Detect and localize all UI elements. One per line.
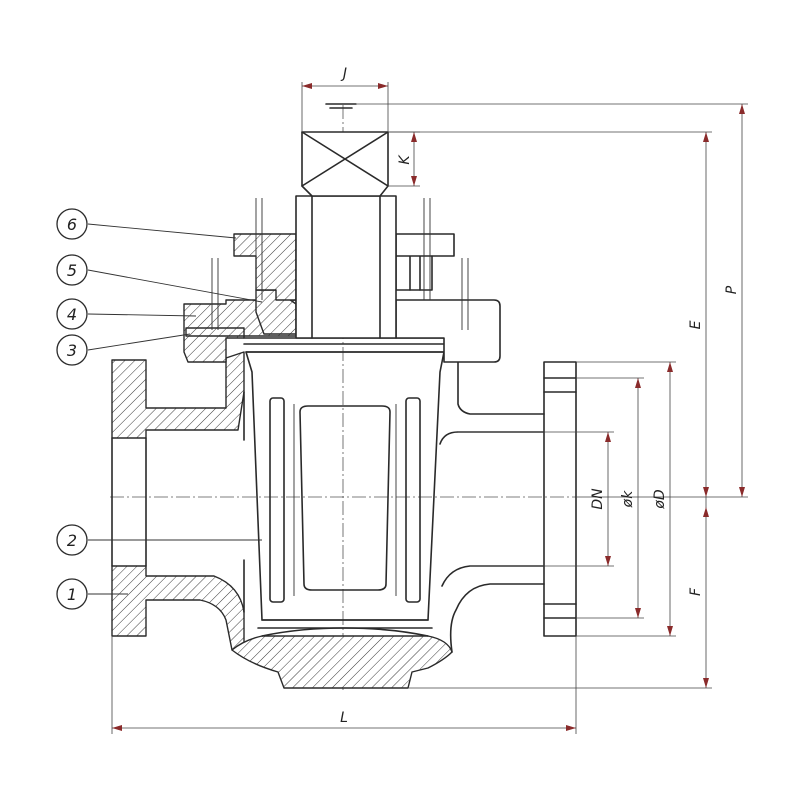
dimension-lines [111,82,748,734]
dim-k-dia-arrow-top [635,378,641,388]
callout-2-label: 2 [67,531,77,550]
stem-shaft-lines [311,195,381,339]
callout-6-label: 6 [67,215,77,234]
dim-d-arrow-top [667,362,673,372]
callout-2: 2 [56,524,88,556]
callout-1: 1 [56,578,88,610]
dim-e-arrow-top [703,132,709,142]
callout-1-label: 1 [67,585,77,604]
dim-l-arrow-right [566,725,576,731]
dim-dn-arrow-bottom [605,556,611,566]
part-callouts: 6 5 4 3 2 1 [56,208,263,610]
dim-l-arrow-left [112,725,122,731]
callout-5-label: 5 [67,261,77,280]
dim-k-dia-arrow-bottom [635,608,641,618]
dim-f-arrow-top [703,507,709,517]
stud-right [423,198,469,330]
dim-label-dn: DN [590,488,606,510]
body-bottom [231,635,453,689]
valve-plug [243,337,447,629]
stem-top [325,103,357,109]
dim-d-arrow-bottom [667,626,673,636]
left-flange-upper [111,351,245,439]
leader-3 [87,333,191,351]
dimension-labels: J K P E F DN øk øD L [340,66,740,726]
gland-left [233,233,297,301]
body-right-upper [443,351,577,653]
left-passage [111,437,147,567]
plug-slot-right [405,397,421,603]
dim-e-arrow-bottom [703,487,709,497]
dim-label-e: E [688,320,704,329]
dim-label-j: J [340,66,347,82]
gland-right [395,233,455,291]
stem-square-head [301,131,389,197]
callout-4: 4 [56,298,88,330]
callout-3-label: 3 [67,341,77,360]
dim-p-arrow-bottom [739,487,745,497]
dim-f-arrow-bottom [703,678,709,688]
right-flange-detail [543,377,577,619]
plug-top-rings [243,337,447,353]
cover-right [395,299,501,363]
dim-label-p: P [724,285,740,294]
plug-port [299,405,391,591]
plug-slot-left [269,397,285,603]
body-bottom-inner [261,627,429,637]
dim-k-arrow-bottom [411,176,417,186]
stem-square-cross [301,131,389,187]
body-right-inner [439,431,545,587]
dim-label-d: øD [652,489,668,510]
leader-5 [87,269,263,303]
sealing-ring [185,327,245,337]
valve-body [111,351,577,689]
leader-6 [87,223,237,239]
plug-port-inner [293,404,397,596]
dim-k-arrow-top [411,132,417,142]
plug-bottom-rings [257,619,433,629]
leader-4 [87,313,197,317]
callout-3: 3 [56,334,88,366]
cover-assembly [183,198,501,363]
gland-inner-lines [395,255,433,291]
stem-shaft [295,195,397,339]
dim-j-arrow-right [378,83,388,89]
callout-4-label: 4 [67,305,77,324]
dim-label-f: F [688,587,704,596]
callout-6: 6 [56,208,88,240]
dim-dn-arrow-top [605,432,611,442]
dim-label-l: L [340,710,348,726]
dim-p-arrow-top [739,104,745,114]
dim-label-k-dia: øk [620,490,636,509]
callout-5: 5 [56,254,88,286]
left-flange-lower [111,565,245,651]
dim-label-k: K [397,154,413,165]
dim-j-arrow-left [302,83,312,89]
valve-stem [295,103,397,339]
plug-outline [245,351,445,621]
